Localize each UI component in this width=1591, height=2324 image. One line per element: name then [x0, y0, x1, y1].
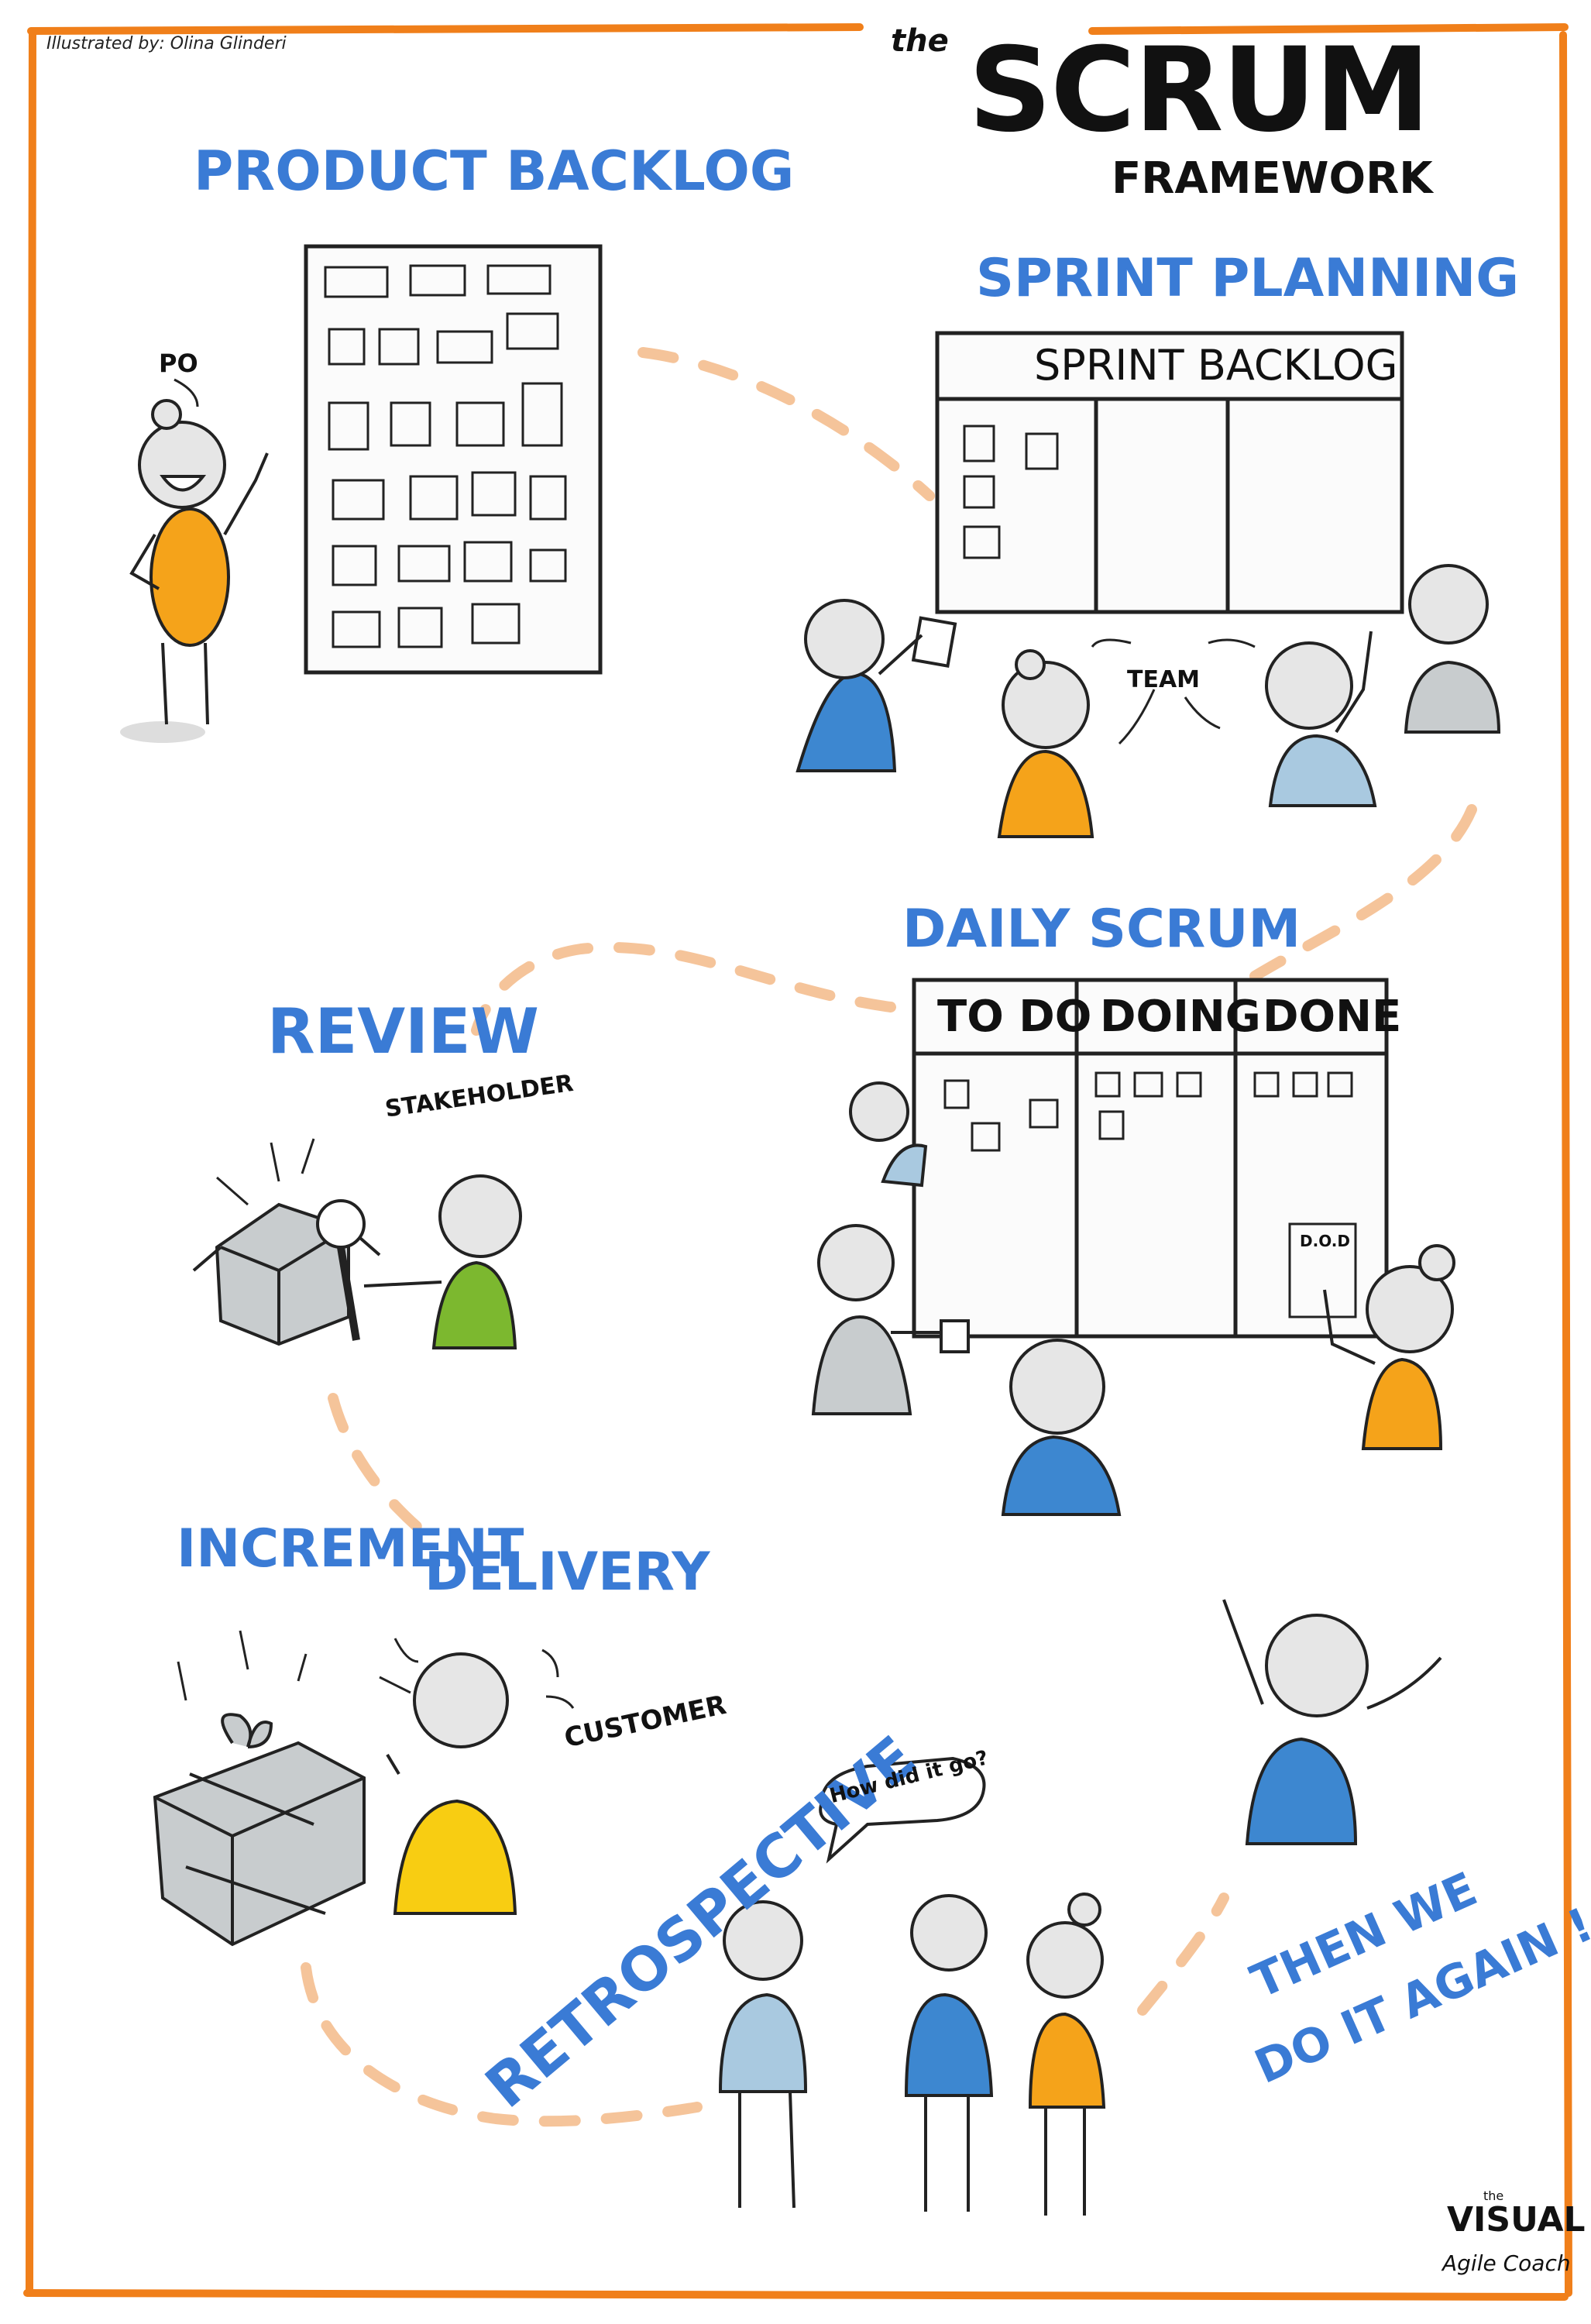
column-done: DONE — [1263, 992, 1402, 1042]
orange-frame — [23, 23, 1572, 2301]
speech-bubble — [819, 1756, 986, 1864]
increment-heading: INCREMENT — [177, 1518, 524, 1580]
sprint-backlog-label: SPRINT BACKLOG — [1034, 341, 1398, 390]
dashed-path — [301, 347, 1477, 2127]
team-people — [796, 564, 1501, 838]
customer-person — [386, 1652, 517, 1915]
sprint-planning-heading: SPRINT PLANNING — [976, 248, 1520, 309]
column-todo: TO DO — [937, 992, 1092, 1042]
column-doing: DOING — [1100, 992, 1261, 1042]
product-backlog-heading: PRODUCT BACKLOG — [194, 139, 795, 203]
team-arrows — [1091, 638, 1256, 745]
logo-agile-coach: Agile Coach — [1442, 2250, 1571, 2276]
gift-box — [153, 1713, 366, 1947]
review-sparkle-lines — [216, 1138, 315, 1206]
review-scene — [192, 1174, 522, 1349]
team-label: TEAM — [1127, 666, 1201, 693]
dod-label: D.O.D — [1300, 1232, 1350, 1250]
delivery-heading: DELIVERY — [424, 1542, 710, 1603]
po-label: PO — [159, 349, 198, 378]
logo-visual: VISUAL — [1447, 2200, 1586, 2240]
daily-scrum-people — [811, 1081, 1455, 1516]
logo-small: the — [1483, 2188, 1504, 2203]
sprint-backlog-board — [935, 331, 1404, 614]
backlog-cards — [324, 264, 567, 648]
product-backlog-board — [304, 244, 603, 675]
retro-people — [718, 1893, 1106, 2216]
page-title: SCRUM — [968, 23, 1431, 158]
customer-joy-lines — [177, 1630, 575, 1709]
daily-scrum-board — [912, 978, 1389, 1339]
review-heading: REVIEW — [267, 995, 539, 1067]
title-prefix: the — [891, 23, 949, 59]
po-person — [120, 378, 269, 743]
illustrator-credit: Illustrated by: Olina Glinderi — [46, 34, 287, 53]
daily-scrum-heading: DAILY SCRUM — [902, 899, 1301, 960]
page-subtitle: FRAMEWORK — [1112, 153, 1433, 204]
cheering-person — [1222, 1599, 1442, 1845]
